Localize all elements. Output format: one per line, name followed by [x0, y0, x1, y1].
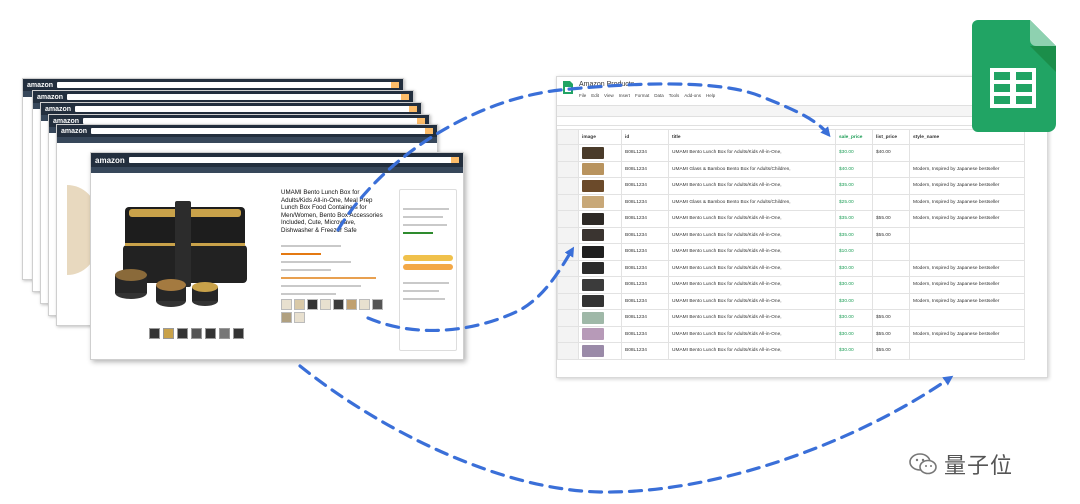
amazon-logo: amazon [27, 81, 54, 89]
product-thumbnail [582, 163, 604, 176]
row-number [557, 144, 579, 162]
amazon-logo: amazon [53, 117, 80, 125]
google-sheets-icon [972, 20, 1056, 132]
row-number [557, 226, 579, 244]
row-number [557, 292, 579, 310]
arrow-price-to-sheet [366, 246, 575, 333]
image-cell[interactable] [578, 342, 622, 360]
menu-addons[interactable]: Add-ons [684, 93, 702, 98]
column-header-title[interactable]: title [668, 129, 836, 145]
google-sheet: Amazon Products File Edit View Insert Fo… [556, 76, 1048, 378]
sheet-menu: File Edit View Insert Format Data Tools … [579, 93, 715, 98]
row-number [557, 342, 579, 360]
row-number [557, 309, 579, 327]
product-thumbnail [582, 196, 604, 209]
menu-insert[interactable]: Insert [618, 93, 630, 98]
product-thumbnail [582, 295, 604, 308]
sheet-title[interactable]: Amazon Products [579, 81, 635, 88]
column-header-list-price[interactable]: list_price [872, 129, 910, 145]
product-thumbnail [582, 262, 604, 275]
image-thumbnails[interactable] [149, 328, 244, 339]
watermark-text: 量子位 [944, 454, 1014, 479]
wechat-icon [909, 453, 937, 475]
menu-help[interactable]: Help [706, 93, 716, 98]
product-thumbnail [582, 344, 604, 357]
amazon-logo: amazon [37, 93, 64, 101]
style-swatches[interactable] [281, 299, 391, 323]
arrow-title-to-sheet [336, 82, 831, 232]
amazon-logo: amazon [95, 155, 125, 165]
product-thumbnail [582, 245, 604, 258]
column-header-style-name[interactable]: style_name [909, 129, 1025, 145]
bento-box-product-image [115, 201, 247, 307]
menu-file[interactable]: File [579, 93, 587, 98]
product-thumbnail [582, 328, 604, 341]
image-cell[interactable] [578, 259, 622, 277]
menu-data[interactable]: Data [654, 93, 664, 98]
product-thumbnail [582, 146, 604, 159]
sheet-toolbar [557, 105, 1047, 117]
product-thumbnail [582, 311, 604, 324]
watermark: 量子位 [908, 448, 1013, 480]
sale-price-cell[interactable]: $30.00 [835, 342, 873, 360]
product-thumbnail [582, 212, 604, 225]
column-header-sale-price[interactable]: sale_price [835, 129, 873, 145]
menu-view[interactable]: View [604, 93, 614, 98]
amazon-product-page: amazon UMAMI Bento Lunch Box for Adults/… [90, 152, 464, 360]
product-thumbnail [582, 278, 604, 291]
amazon-search-bar[interactable] [128, 157, 460, 163]
amazon-logo: amazon [61, 127, 88, 135]
image-cell[interactable] [578, 276, 622, 294]
style-name-cell[interactable] [909, 342, 1025, 360]
buy-box [399, 189, 457, 351]
amazon-logo: amazon [45, 105, 72, 113]
formula-bar[interactable] [557, 116, 1047, 126]
sheet-grid: image id title sale_price list_price sty… [557, 129, 1025, 360]
arrow-description-to-sheet [298, 364, 954, 494]
row-number [557, 325, 579, 343]
menu-tools[interactable]: Tools [668, 93, 680, 98]
header-row: image id title sale_price list_price sty… [557, 129, 1025, 145]
buy-now-button[interactable] [403, 264, 453, 270]
row-number [557, 276, 579, 294]
product-title[interactable]: UMAMI Bento Lunch Box for Adults/Kids Al… [281, 189, 383, 234]
product-thumbnail [582, 229, 604, 242]
image-cell[interactable] [578, 193, 622, 211]
id-cell[interactable]: B08L1234 [621, 342, 669, 360]
add-to-cart-button[interactable] [403, 255, 453, 261]
menu-format[interactable]: Format [634, 93, 650, 98]
menu-edit[interactable]: Edit [591, 93, 600, 98]
product-thumbnail [582, 179, 604, 192]
